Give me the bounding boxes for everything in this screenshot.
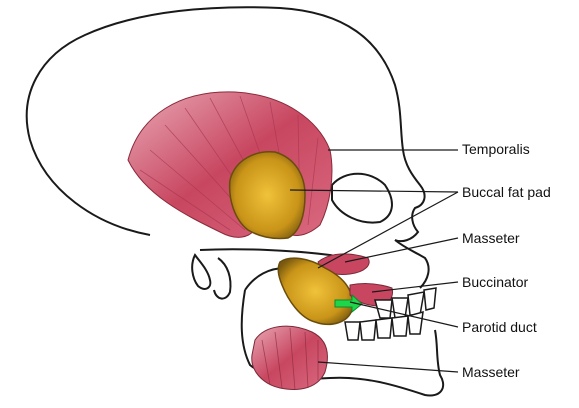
ear-canal [192, 255, 210, 289]
mastoid-process [214, 258, 231, 299]
masseter-lower-muscle [252, 326, 328, 389]
label-parotid-duct: Parotid duct [462, 319, 537, 335]
leader-masseter-lower [318, 362, 458, 372]
label-temporalis: Temporalis [462, 141, 530, 157]
label-masseter-upper: Masseter [462, 230, 520, 246]
label-buccal-fat-pad: Buccal fat pad [462, 184, 551, 200]
label-masseter-lower: Masseter [462, 364, 520, 380]
label-buccinator: Buccinator [462, 274, 528, 290]
